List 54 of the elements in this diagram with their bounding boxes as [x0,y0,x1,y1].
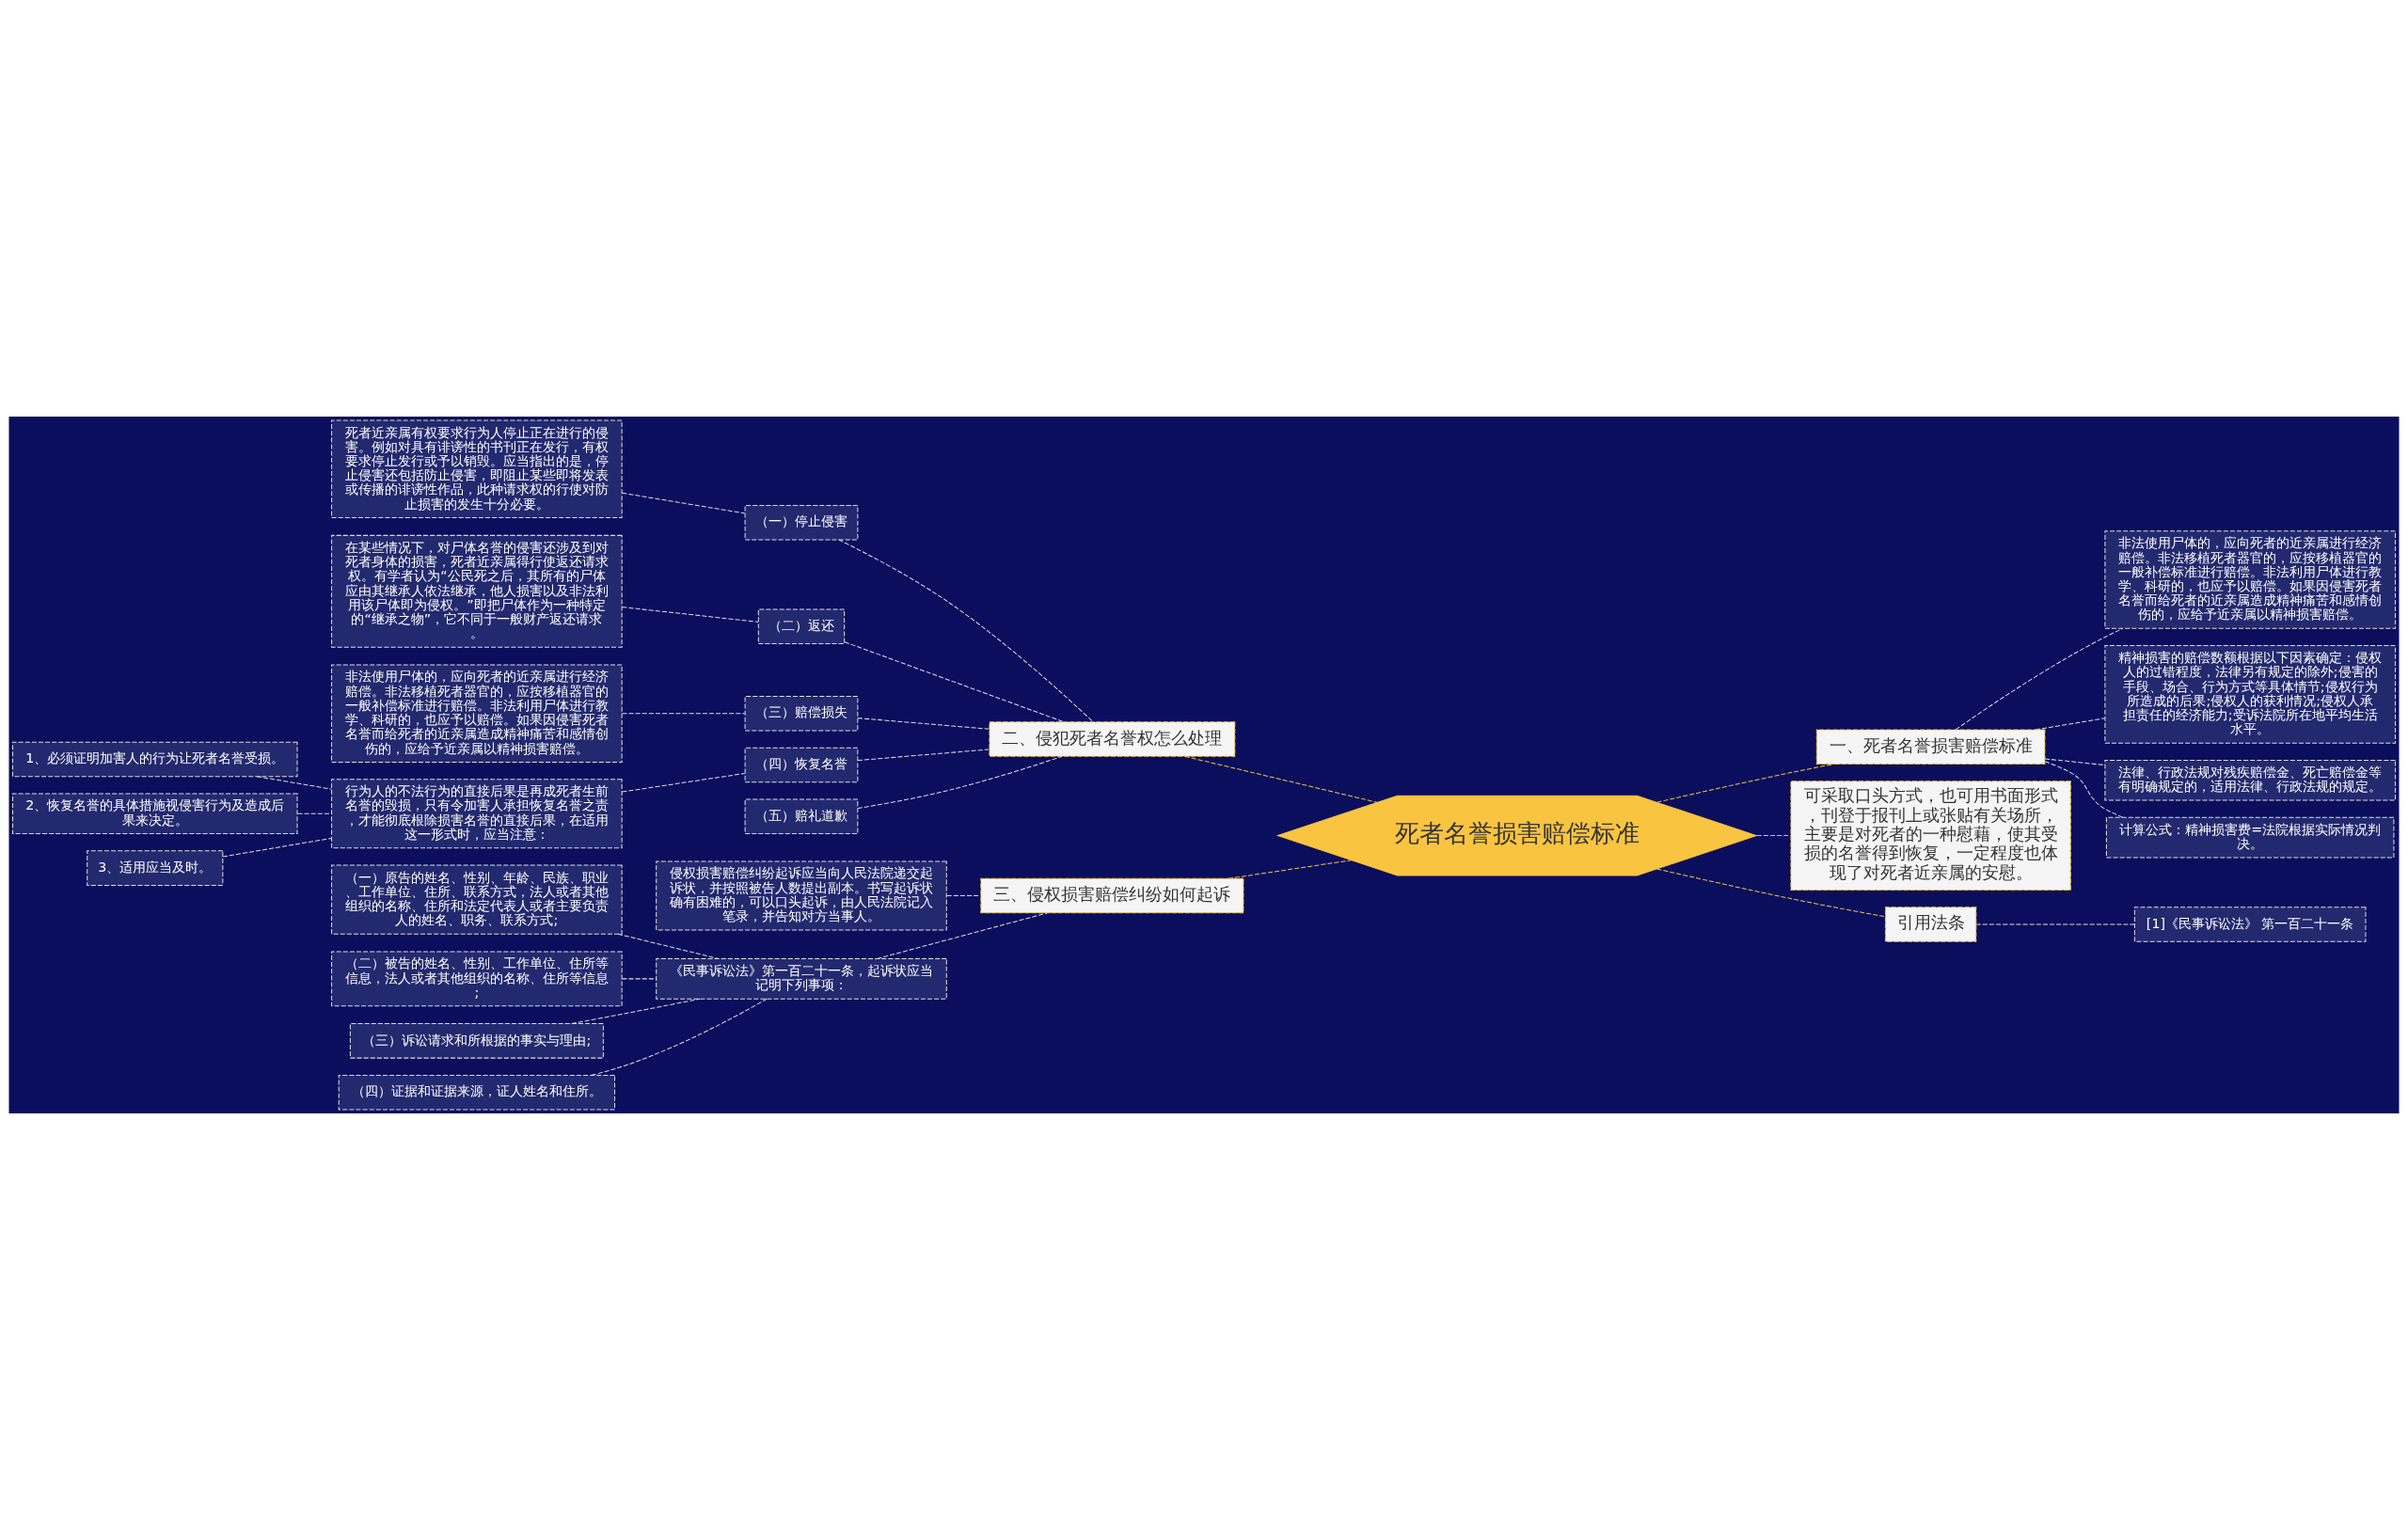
node-box: 法律、行政法规对残疾赔偿金、死亡赔偿金等有明确规定的，适用法律、行政法规的规定。 [2104,759,2396,801]
connector [2044,761,2124,818]
node-box: 2、恢复名誉的具体措施视侵害行为及造成后果来决定。 [12,793,298,835]
connector [857,749,990,762]
connector [222,837,332,858]
connector [1656,868,1886,918]
connector [621,978,657,980]
connector [857,718,990,730]
connector [2035,718,2106,731]
node-box: 《民事诉讼法》第一百二十一条，起诉状应当记明下列事项： [656,958,947,1000]
connector [1184,755,1378,803]
node-box: 三、侵权损害赔偿纠纷如何起诉 [980,877,1244,914]
node-box: 精神损害的赔偿数额根据以下因素确定：侵权人的过错程度，法律另有规定的除外;侵害的手段、场合、行为方式等具体情节;侵权行为所造成的后果;侵权人的获利情况;侵权人承担责任的经济能力;受诉法院所在地平均生活水平。 [2104,645,2396,744]
connector [591,998,768,1076]
connector [621,713,746,715]
node-box: [1]《民事诉讼法》 第一百二十一条 [2133,907,2367,942]
connector [877,912,1048,959]
connector [1756,835,1792,837]
node-box: 非法使用尸体的，应向死者的近亲属进行经济赔偿。非法移植死者器官的，应按移植器官的一般补偿标准进行赔偿。非法利用尸体进行教学、科研的，也应予以赔偿。如果因侵害死者名誉而给死者的近亲属造成精神痛苦和感情创伤的，应给予近亲属以精神损害赔偿。 [2104,530,2396,629]
node-box: 引用法条 [1884,907,1977,942]
node-box: 二、侵犯死者名誉权怎么处理 [989,721,1236,757]
node-box: 非法使用尸体的，应向死者的近亲属进行经济赔偿。非法移植死者器官的，应按移植器官的一般补偿标准进行赔偿。非法利用尸体进行教学、科研的，也应予以赔偿。如果因侵害死者名誉而给死者的近亲属造成精神痛苦和感情创伤的，应给予近亲属以精神损害赔偿。 [331,664,623,763]
node-box: 在某些情况下，对尸体名誉的侵害还涉及到对死者身体的损害，死者近亲属得行使返还请求权。有学者认为“公民死之后，其所有的尸体应由其继承人依法继承，他人损害以及非法利用该尸体即为侵权。”即把尸体作为一种特定的“继承之物”，它不同于一般财产返还请求。 [331,534,623,648]
node-box: 一、死者名誉损害赔偿标准 [1815,729,2046,765]
node-box: 3、适用应当及时。 [87,850,224,886]
node-box: （二）返还 [757,608,846,645]
node-box: 行为人的不法行为的直接后果是再成死者生前名誉的毁损，只有令加害人承担恢复名誉之责，才能彻底根除损害名誉的直接后果，在适用这一形式时，应当注意： [331,779,623,849]
connector [2044,758,2106,766]
node-box: 1、必须证明加害人的行为让死者名誉受损。 [12,741,298,778]
connector [1228,860,1353,879]
node-box: 侵权损害赔偿纠纷起诉应当向人民法院递交起诉状，并按照被告人数提出副本。书写起诉状确有困难的，可以口头起诉，由人民法院记入笔录，并告知对方当事人。 [656,860,947,931]
connector [1656,764,1835,803]
node-box: （三）诉讼请求和所根据的事实与理由; [349,1023,604,1059]
node-box: （四）证据和证据来源，证人姓名和住所。 [338,1074,616,1111]
connector [617,933,720,959]
node-box: （三）赔偿损失 [744,695,859,732]
connector [621,607,759,623]
node-box: 可采取口头方式，也可用书面形式，刊登于报刊上或张贴有关场所，主要是对死者的一种慰藉，使其受损的名誉得到恢复，一定程度也体现了对死者近亲属的安慰。 [1790,781,2071,891]
node-box: （一）停止侵害 [744,504,859,541]
connector [256,776,332,790]
connector [838,539,1094,722]
connector [621,492,746,514]
node-box: （四）恢复名誉 [744,747,859,783]
connector [621,772,746,793]
node-box: （五）赔礼道歉 [744,798,859,835]
connector [1975,923,2135,925]
node-box: （一）原告的姓名、性别、年龄、民族、职业、工作单位、住所、联系方式，法人或者其他组织的名称、住所和法定代表人或者主要负责人的姓名、职务、联系方式; [331,864,623,935]
connector [857,755,1063,810]
connector [844,641,1065,723]
node-box: （二）被告的姓名、性别、工作单位、住所等信息，法人或者其他组织的名称、住所等信息; [331,951,623,1007]
node-box: 计算公式：精神损害费=法院根据实际情况判决。 [2105,816,2395,859]
connector [1955,627,2123,731]
node-box: 死者近亲属有权要求行为人停止正在进行的侵害。例如对具有诽谤性的书刊正在发行，有权要求停止发行或予以销毁。应当指出的是，停止侵害还包括防止侵害，即阻止某些即将发表或传播的诽谤性作品，此种请求权的行使对防止损害的发生十分必要。 [331,419,623,519]
connector [946,895,982,897]
